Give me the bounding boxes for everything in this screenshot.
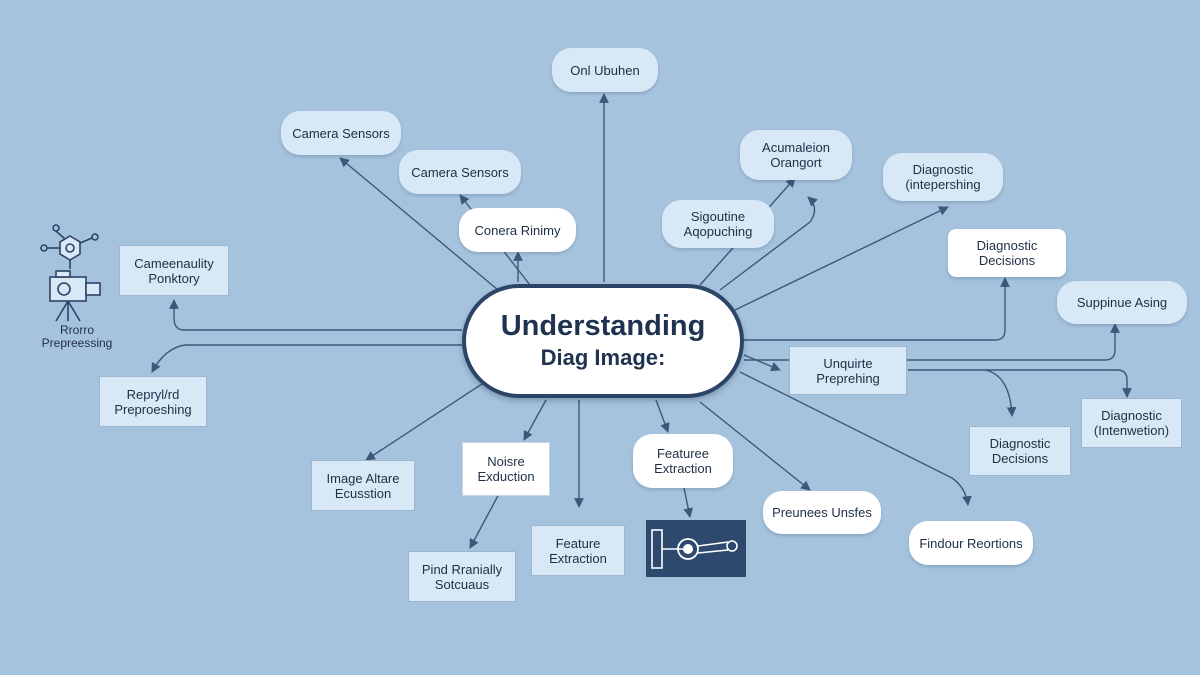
node-feature-extraction[interactable]: Feature Extraction <box>531 525 625 576</box>
edge-feat1 <box>655 399 670 433</box>
node-diagnostic-interpreting[interactable]: Diagnostic (intepershing <box>883 153 1003 201</box>
central-topic-title: Understanding <box>500 310 706 342</box>
edge-prevnes <box>699 401 811 491</box>
edge-scope <box>683 487 694 518</box>
node-camera-sensors-2[interactable]: Camera Sensors <box>399 150 521 194</box>
node-sigoutine[interactable]: Sigoutine Aqopuching <box>662 200 774 248</box>
node-camera-sensors-1[interactable]: Camera Sensors <box>281 111 401 155</box>
edge-unquirte <box>743 354 781 372</box>
node-featuree-extraction[interactable]: Featuree Extraction <box>633 434 733 488</box>
node-conera-rinimy[interactable]: Conera Rinimy <box>459 208 576 252</box>
edge-findour <box>739 371 972 506</box>
edge-pind <box>469 491 501 549</box>
node-diagnostic-decisions-2[interactable]: Diagnostic Decisions <box>969 426 1071 476</box>
node-diagnostic-intervention[interactable]: Diagnostic (Intenwetion) <box>1081 398 1182 448</box>
edge-diag1 <box>734 206 949 311</box>
central-topic-node[interactable]: Understanding Diag Image: <box>462 284 744 398</box>
node-unquirte-preprehing[interactable]: Unquirte Preprehing <box>789 346 907 395</box>
edge-camqual <box>169 299 462 331</box>
preprocessing-caption: Rrorro Prepreessing <box>41 323 113 350</box>
edge-suppinue <box>744 323 1120 361</box>
camera-robot-icon <box>40 224 101 322</box>
edge-diag2 <box>908 369 1132 398</box>
node-noisre-exduction[interactable]: Noisre Exduction <box>462 442 550 496</box>
node-repry-preprocessing[interactable]: Repryl/rd Preproeshing <box>99 376 207 427</box>
node-image-altare[interactable]: Image Altare Ecusstion <box>311 460 415 511</box>
node-diagnostic-decisions-1[interactable]: Diagnostic Decisions <box>948 229 1066 277</box>
node-pind-rranially[interactable]: Pind Rranially Sotcuaus <box>408 551 516 602</box>
edge-diagdec2 <box>984 369 1017 417</box>
node-findour-reortions[interactable]: Findour Reortions <box>909 521 1033 565</box>
diagnostic-scope-icon <box>646 520 746 577</box>
edge-image <box>365 379 489 461</box>
edge-diagdec1 <box>744 277 1010 341</box>
edge-cam1 <box>339 157 499 291</box>
node-onl-ubuhen[interactable]: Onl Ubuhen <box>552 48 658 92</box>
node-acumaleion[interactable]: Acumaleion Orangort <box>740 130 852 180</box>
node-suppinue-asing[interactable]: Suppinue Asing <box>1057 281 1187 324</box>
edge-repry <box>151 344 462 373</box>
node-preunees-unsfes[interactable]: Preunees Unsfes <box>763 491 881 534</box>
edge-sigo <box>719 196 818 291</box>
central-topic-subtitle: Diag Image: <box>540 345 666 370</box>
edge-noise <box>523 399 547 441</box>
node-camera-quality[interactable]: Cameenaulity Ponktory <box>119 245 229 296</box>
